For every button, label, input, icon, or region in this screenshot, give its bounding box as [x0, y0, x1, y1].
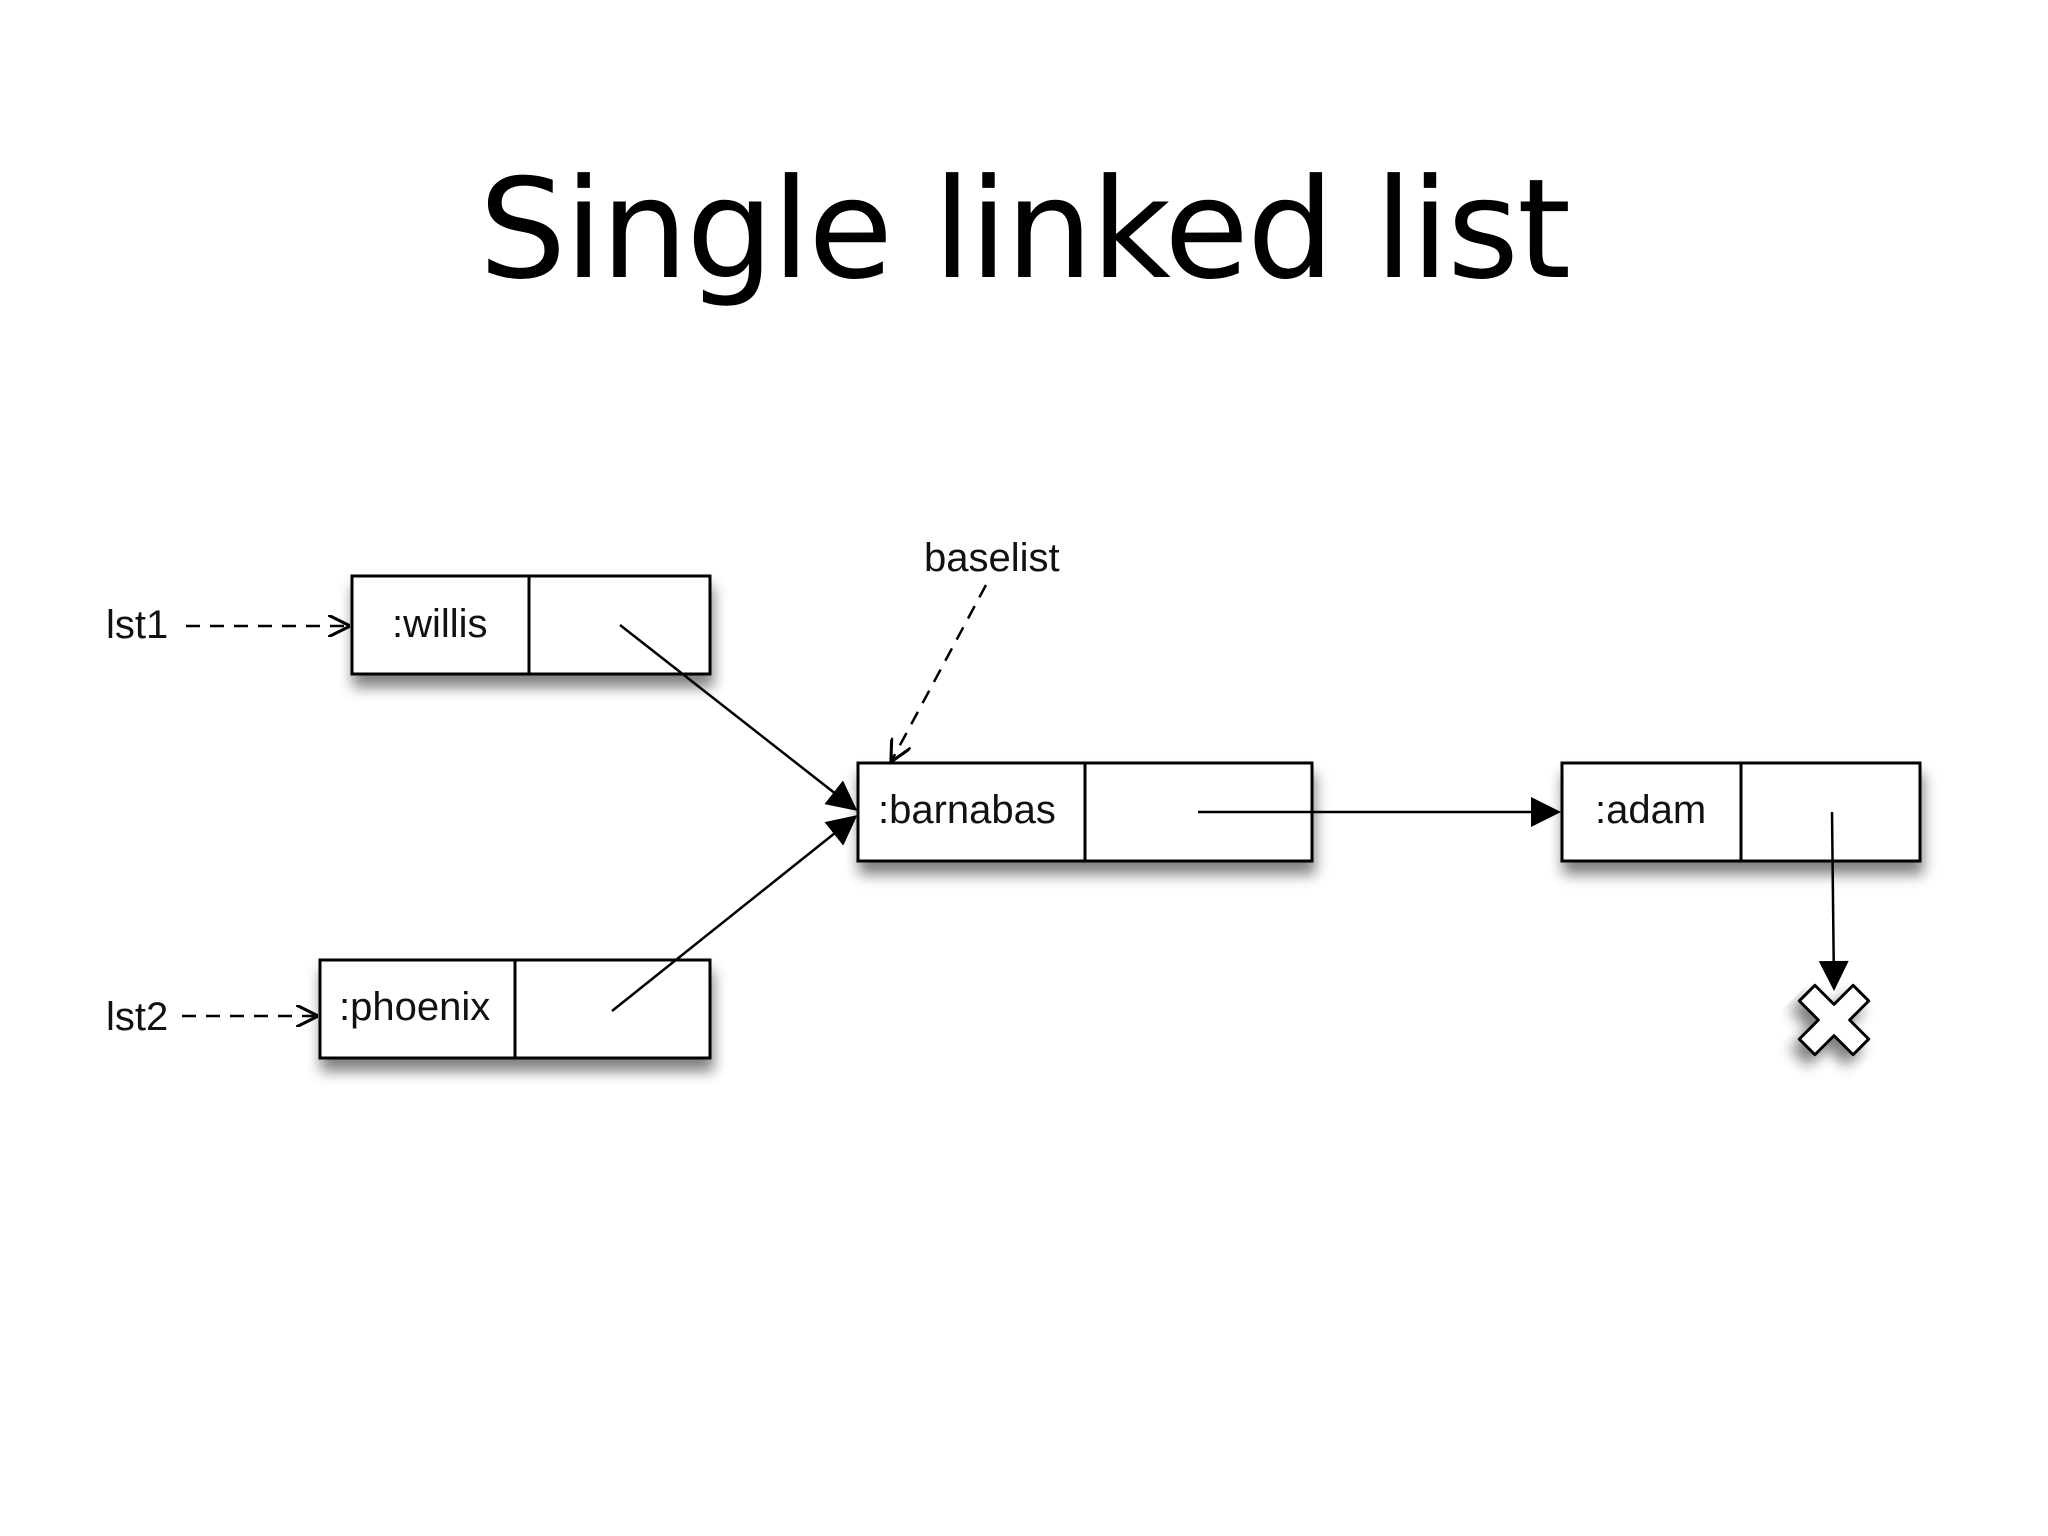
node-adam — [1560, 761, 1922, 863]
node-willis — [350, 574, 712, 676]
node-phoenix — [318, 958, 712, 1060]
node-willis-label: :willis — [392, 602, 488, 646]
x-icon — [1797, 983, 1871, 1057]
page-title: Single linked list — [478, 149, 1571, 310]
willis-next-arrow — [619, 624, 858, 811]
node-barnabas-label: :barnabas — [878, 788, 1056, 832]
phoenix-next-arrow — [611, 815, 858, 1012]
ref-lst2-label: lst2 — [106, 995, 168, 1039]
ref-lst1-label: lst1 — [106, 603, 168, 647]
node-phoenix-label: :phoenix — [339, 985, 490, 1029]
ref-baselist-label: baselist — [924, 536, 1060, 580]
node-willis-box — [350, 574, 712, 676]
baselist-ref-arrow — [892, 584, 988, 760]
node-adam-label: :adam — [1595, 788, 1706, 832]
adam-next-arrow — [1818, 811, 1849, 991]
